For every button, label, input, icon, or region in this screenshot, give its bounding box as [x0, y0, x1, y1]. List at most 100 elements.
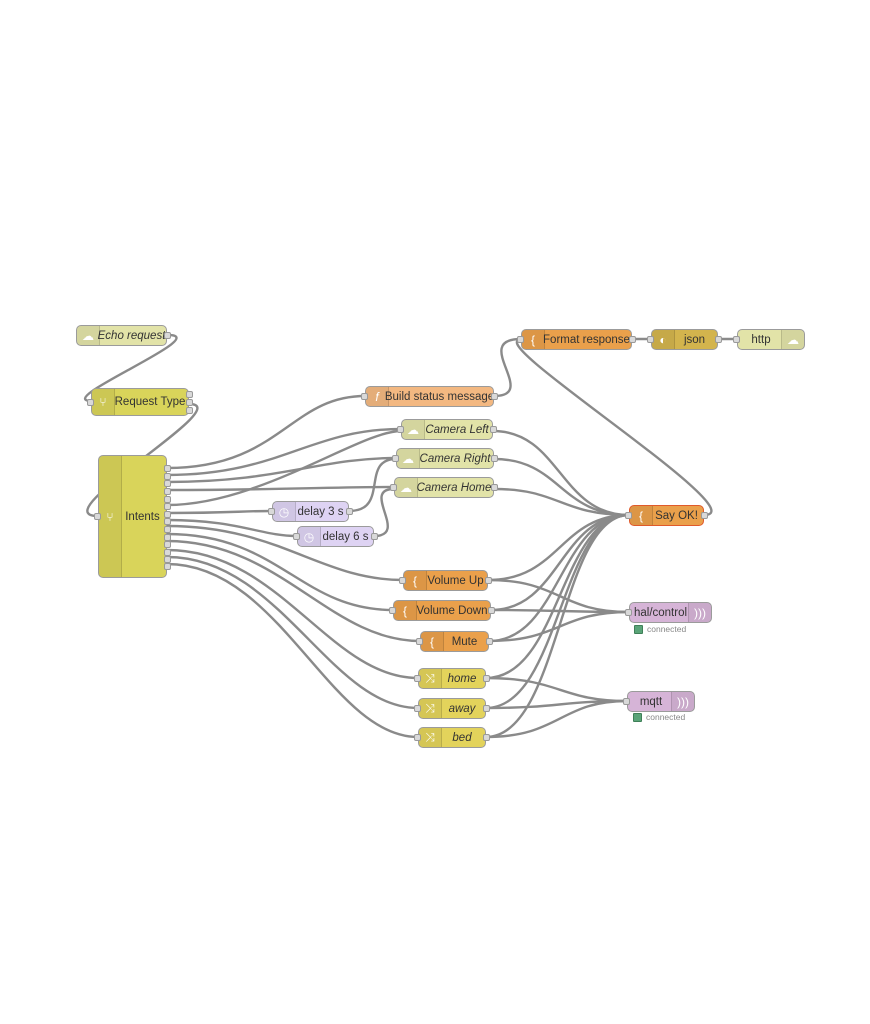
output-port[interactable] — [164, 511, 171, 518]
mqtt-out-node[interactable]: mqtt ))) — [623, 691, 695, 712]
wire — [348, 457, 397, 513]
camera-right-node[interactable]: ☁ Camera Right — [392, 448, 498, 469]
input-port[interactable] — [733, 336, 740, 343]
output-port[interactable] — [491, 393, 498, 400]
output-port[interactable] — [164, 534, 171, 541]
input-port[interactable] — [517, 336, 524, 343]
input-port[interactable] — [414, 705, 421, 712]
input-port[interactable] — [392, 455, 399, 462]
node-label: mqtt — [639, 695, 663, 708]
away-change-node[interactable]: ⤨ away — [414, 698, 490, 719]
output-port[interactable] — [164, 332, 171, 339]
input-port[interactable] — [414, 675, 421, 682]
node-label: Mute — [451, 635, 478, 648]
say-ok-node[interactable]: { Say OK! — [625, 505, 708, 526]
wire — [166, 485, 395, 492]
wire — [166, 524, 404, 582]
input-port[interactable] — [399, 577, 406, 584]
delay-3s-node[interactable]: ◷ delay 3 s — [268, 501, 353, 522]
globe-icon: ☁ — [77, 326, 100, 345]
wire — [166, 509, 273, 515]
output-port[interactable] — [483, 705, 490, 712]
output-port[interactable] — [483, 675, 490, 682]
delay-6s-node[interactable]: ◷ delay 6 s — [293, 526, 378, 547]
input-port[interactable] — [361, 393, 368, 400]
hal-control-mqtt-node[interactable]: hal/control ))) — [625, 602, 712, 623]
output-port[interactable] — [486, 638, 493, 645]
change-icon: ⤨ — [419, 699, 442, 718]
input-port[interactable] — [416, 638, 423, 645]
input-port[interactable] — [390, 484, 397, 491]
camera-home-node[interactable]: ☁ Camera Home — [390, 477, 498, 498]
wire — [83, 333, 178, 403]
mute-node[interactable]: { Mute — [416, 631, 493, 652]
output-port[interactable] — [488, 607, 495, 614]
output-port[interactable] — [485, 577, 492, 584]
camera-left-node[interactable]: ☁ Camera Left — [397, 419, 497, 440]
output-port[interactable] — [164, 518, 171, 525]
input-port[interactable] — [397, 426, 404, 433]
wire — [516, 338, 713, 517]
output-port[interactable] — [186, 407, 193, 414]
input-port[interactable] — [647, 336, 654, 343]
home-change-node[interactable]: ⤨ home — [414, 668, 490, 689]
status-text: connected — [646, 712, 686, 722]
volume-up-node[interactable]: { Volume Up — [399, 570, 492, 591]
input-port[interactable] — [625, 512, 632, 519]
json-node[interactable]: ◐ json — [647, 329, 722, 350]
input-port[interactable] — [87, 399, 94, 406]
output-port[interactable] — [164, 473, 171, 480]
input-port[interactable] — [623, 698, 630, 705]
output-port[interactable] — [483, 734, 490, 741]
input-port[interactable] — [625, 609, 632, 616]
output-port[interactable] — [164, 526, 171, 533]
globe-icon: ☁ — [781, 330, 804, 349]
wire — [166, 555, 419, 710]
build-status-message-node[interactable]: f Build status message — [361, 386, 498, 407]
output-port[interactable] — [164, 465, 171, 472]
output-port[interactable] — [371, 533, 378, 540]
status-dot-icon — [633, 712, 642, 722]
output-port[interactable] — [164, 496, 171, 503]
output-port[interactable] — [164, 480, 171, 487]
wire — [493, 337, 522, 398]
output-port[interactable] — [164, 503, 171, 510]
wire — [485, 676, 628, 703]
output-port[interactable] — [164, 541, 171, 548]
input-port[interactable] — [389, 607, 396, 614]
wire — [166, 429, 402, 507]
wire — [492, 429, 630, 517]
volume-down-node[interactable]: { Volume Down — [389, 600, 495, 621]
output-port[interactable] — [346, 508, 353, 515]
timer-icon: ◷ — [273, 502, 296, 521]
input-port[interactable] — [293, 533, 300, 540]
bed-change-node[interactable]: ⤨ bed — [414, 727, 490, 748]
output-port[interactable] — [164, 556, 171, 563]
output-port[interactable] — [715, 336, 722, 343]
input-port[interactable] — [94, 513, 101, 520]
output-port[interactable] — [164, 563, 171, 570]
output-port[interactable] — [701, 512, 708, 519]
node-label: delay 3 s — [297, 505, 344, 518]
format-response-node[interactable]: { Format response — [517, 329, 636, 350]
mqtt-icon: ))) — [688, 603, 711, 622]
timer-icon: ◷ — [298, 527, 321, 546]
output-port[interactable] — [629, 336, 636, 343]
switch-icon: ⑂ — [99, 456, 122, 577]
output-port[interactable] — [186, 399, 193, 406]
http-response-node[interactable]: http ☁ — [733, 329, 805, 350]
output-port[interactable] — [186, 391, 193, 398]
node-label: Camera Right — [419, 452, 491, 465]
output-port[interactable] — [164, 488, 171, 495]
output-port[interactable] — [490, 426, 497, 433]
node-label: Volume Up — [427, 574, 484, 587]
output-port[interactable] — [491, 455, 498, 462]
intents-node[interactable]: ⑂ Intents — [94, 455, 171, 578]
output-port[interactable] — [164, 549, 171, 556]
input-port[interactable] — [268, 508, 275, 515]
input-port[interactable] — [414, 734, 421, 741]
echo-request-node[interactable]: ☁ Echo request — [76, 325, 171, 346]
output-port[interactable] — [491, 484, 498, 491]
switch-icon: ⑂ — [92, 389, 115, 415]
request-type-node[interactable]: ⑂ Request Type — [87, 388, 193, 416]
